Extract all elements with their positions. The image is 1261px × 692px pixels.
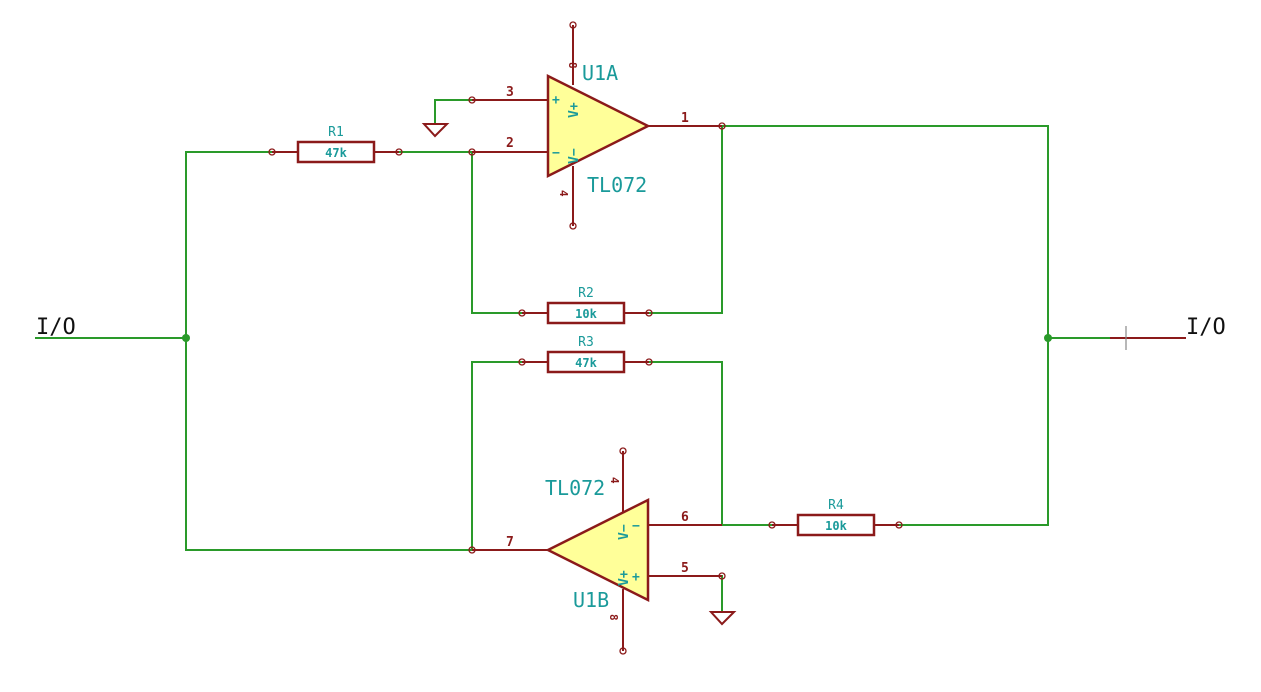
wire-inv-to-r2 [471, 151, 523, 314]
u1a-pin1: 1 [681, 111, 689, 126]
ground-symbol-u1a [421, 123, 450, 138]
wire-r3-to-node6 [648, 361, 723, 526]
u1b-pin6: 6 [681, 510, 689, 525]
u1a-pin4: 4 [557, 190, 570, 197]
ground-symbol-u1b [708, 611, 737, 626]
left-io-label: I/O [36, 315, 76, 340]
r1-value: 47k [325, 146, 347, 160]
wire-r2-to-out [648, 125, 723, 314]
u1a-plus-sign: + [552, 93, 560, 108]
opamp-u1b[interactable]: − + V− V+ 6 5 7 4 8 TL072 U1B [468, 447, 726, 655]
u1b-vminus-label: V− [617, 524, 632, 540]
u1a-body [546, 73, 651, 179]
u1a-vplus-label: V+ [567, 102, 582, 118]
u1a-minus-sign: − [552, 146, 560, 161]
resistor-r3[interactable]: R3 47k [518, 335, 653, 374]
u1a-vminus-label: V− [567, 148, 582, 164]
resistor-r2[interactable]: R2 10k [518, 286, 653, 325]
right-io-label: I/O [1186, 315, 1226, 340]
junction-left [182, 334, 190, 342]
wires [35, 99, 1111, 611]
r4-value: 10k [825, 519, 847, 533]
u1b-ref: U1B [573, 588, 609, 612]
u1b-pin8: 8 [607, 614, 620, 621]
r2-value: 10k [575, 307, 597, 321]
opamp-u1a[interactable]: + − V+ V− 3 2 1 8 4 U1A TL072 [468, 21, 726, 230]
r3-value: 47k [575, 356, 597, 370]
u1b-value: TL072 [545, 476, 605, 500]
r4-ref: R4 [828, 498, 844, 513]
u1a-pin8: 8 [566, 62, 579, 69]
r3-ref: R3 [578, 335, 594, 350]
u1a-value: TL072 [587, 173, 647, 197]
wire-r3-left [471, 361, 523, 551]
junction-right [1044, 334, 1052, 342]
r1-ref: R1 [328, 125, 344, 140]
u1a-pin2: 2 [506, 136, 514, 151]
resistor-r1[interactable]: R1 47k [268, 125, 403, 164]
u1b-minus-sign: − [632, 519, 640, 534]
u1b-pin7: 7 [506, 535, 514, 550]
u1b-plus-sign: + [632, 570, 640, 585]
u1b-pin4: 4 [608, 477, 621, 484]
r2-ref: R2 [578, 286, 594, 301]
wire-gnd-u1a [434, 99, 473, 123]
u1a-pin3: 3 [506, 85, 514, 100]
u1b-pin5: 5 [681, 561, 689, 576]
u1b-body [545, 497, 650, 603]
u1a-ref: U1A [582, 61, 618, 85]
u1b-vplus-label: V+ [617, 570, 632, 586]
wire-out1-to-right [721, 125, 1049, 526]
resistor-r4[interactable]: R4 10k [768, 498, 903, 537]
